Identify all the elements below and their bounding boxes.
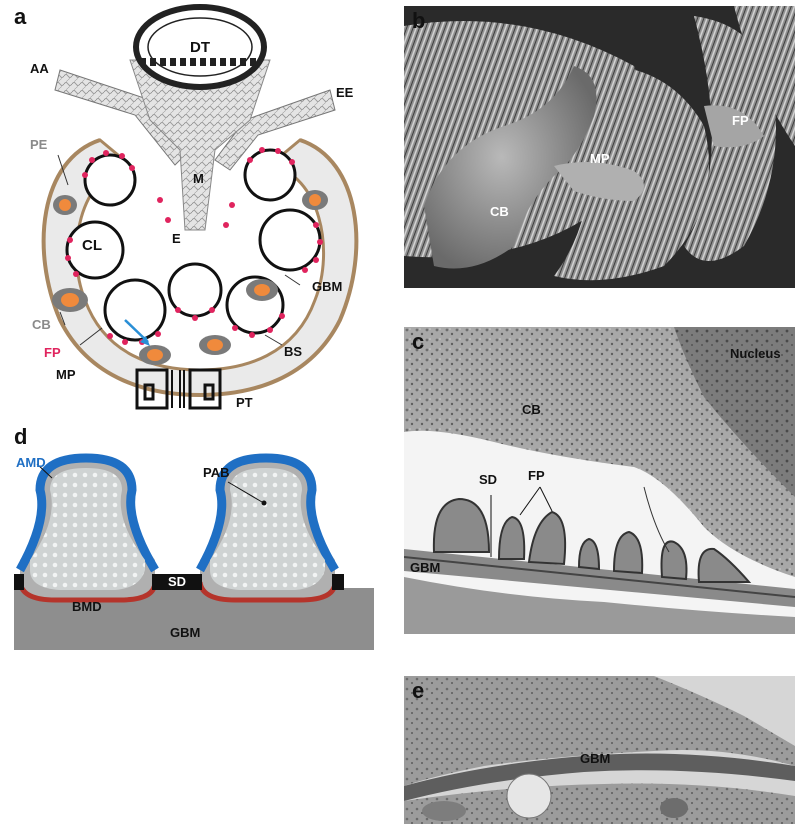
label-c-nucleus: Nucleus xyxy=(730,347,781,360)
panel-a: a xyxy=(0,0,400,415)
label-d-amd: AMD xyxy=(16,456,46,469)
label-aa: AA xyxy=(30,62,49,75)
label-pt: PT xyxy=(236,396,253,409)
label-b-fp: FP xyxy=(732,114,749,127)
label-mp: MP xyxy=(56,368,76,381)
label-m: M xyxy=(193,172,204,185)
label-d-gbm: GBM xyxy=(170,626,200,639)
tem-micrograph xyxy=(404,327,795,634)
label-cl: CL xyxy=(82,238,102,253)
panel-e: e GBM xyxy=(404,676,795,824)
label-b-mp: MP xyxy=(590,152,610,165)
foot-process-diagram xyxy=(0,420,400,650)
panel-d: d AMD PAB SD BMD GBM xyxy=(0,420,400,650)
label-cb: CB xyxy=(32,318,51,331)
label-fp: FP xyxy=(44,346,61,359)
label-pe: PE xyxy=(30,138,47,151)
tem-gbm-micrograph xyxy=(404,676,795,824)
label-d-sd: SD xyxy=(168,575,186,588)
label-e: E xyxy=(172,232,181,245)
label-c-gbm: GBM xyxy=(410,561,440,574)
panel-c-label: c xyxy=(412,331,424,353)
label-b-cb: CB xyxy=(490,205,509,218)
label-gbm: GBM xyxy=(312,280,342,293)
label-c-sd: SD xyxy=(479,473,497,486)
panel-c: c Nucleus CB SD FP GBM xyxy=(404,327,795,634)
label-d-pab: PAB xyxy=(203,466,229,479)
panel-b: b CB MP FP xyxy=(404,6,795,288)
panel-e-label: e xyxy=(412,680,424,702)
sem-micrograph xyxy=(404,6,795,288)
label-d-bmd: BMD xyxy=(72,600,102,613)
label-dt: DT xyxy=(190,40,210,55)
label-ee: EE xyxy=(336,86,353,99)
label-e-gbm: GBM xyxy=(580,752,610,765)
label-c-fp: FP xyxy=(528,469,545,482)
label-c-cb: CB xyxy=(522,403,541,416)
panel-b-label: b xyxy=(412,10,425,32)
label-bs: BS xyxy=(284,345,302,358)
